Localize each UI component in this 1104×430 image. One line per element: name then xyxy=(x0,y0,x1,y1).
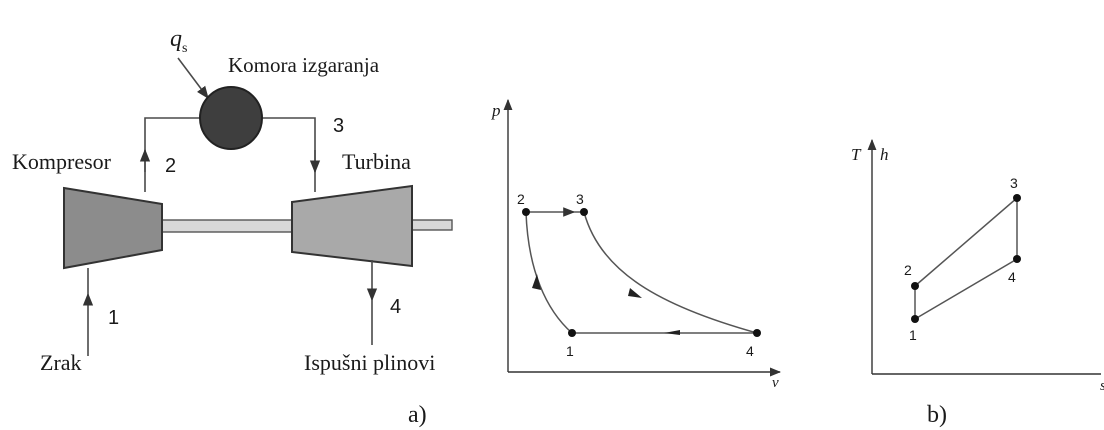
pv-arrow-1-2 xyxy=(532,274,541,290)
ts-point-label-2: 2 xyxy=(904,262,912,278)
ts-point-4 xyxy=(1013,255,1021,263)
pv-arrow-3-4 xyxy=(628,288,642,298)
ts-x-axis-label: s xyxy=(1100,378,1104,394)
compressor-label: Kompresor xyxy=(12,149,112,174)
turbine xyxy=(291,184,413,268)
pipe-chamber-to-turbine xyxy=(262,117,316,192)
pv-process-1-2 xyxy=(525,211,573,334)
ts-point-3 xyxy=(1013,194,1021,202)
pv-point-2 xyxy=(522,208,530,216)
pv-point-label-4: 4 xyxy=(746,343,754,359)
turbine-label: Turbina xyxy=(342,149,411,174)
caption-a: a) xyxy=(408,402,427,428)
combustion-chamber xyxy=(199,86,263,150)
state-label-1: 1 xyxy=(108,307,119,329)
pv-point-label-3: 3 xyxy=(576,191,584,207)
pv-x-axis-label: v xyxy=(772,375,779,391)
compressor xyxy=(63,186,163,270)
state-label-2: 2 xyxy=(165,155,176,177)
pv-arrow-4-1 xyxy=(664,330,680,335)
pv-point-label-2: 2 xyxy=(517,191,525,207)
ts-diagram: T h s 1 2 3 4 b) xyxy=(851,138,1104,428)
heat-input-label: qs xyxy=(170,26,187,56)
pv-point-label-1: 1 xyxy=(566,343,574,359)
pv-diagram: p v 1 2 3 4 xyxy=(491,98,782,391)
pv-point-3 xyxy=(580,208,588,216)
ts-point-label-1: 1 xyxy=(909,327,917,343)
pv-y-axis-label: p xyxy=(491,101,501,120)
pv-point-1 xyxy=(568,329,576,337)
gas-turbine-schematic: qs Komora izgaranja Kompresor Turbina Zr… xyxy=(12,26,453,428)
pv-point-4 xyxy=(753,329,761,337)
ts-point-2 xyxy=(911,282,919,290)
shaft xyxy=(159,219,301,233)
pv-process-3-4 xyxy=(583,211,758,334)
heat-input-arrow xyxy=(177,57,209,100)
state-label-4: 4 xyxy=(390,296,401,318)
exhaust-label: Ispušni plinovi xyxy=(304,350,435,375)
ts-point-label-3: 3 xyxy=(1010,175,1018,191)
state-label-3: 3 xyxy=(333,115,344,137)
shaft-extension xyxy=(411,219,453,231)
air-label: Zrak xyxy=(40,350,82,375)
ts-point-label-4: 4 xyxy=(1008,269,1016,285)
caption-b: b) xyxy=(927,402,947,428)
ts-point-1 xyxy=(911,315,919,323)
ts-y-axis-label-t: T xyxy=(851,145,862,164)
ts-process-4-1 xyxy=(914,258,1018,320)
combustion-chamber-label: Komora izgaranja xyxy=(228,53,380,77)
ts-process-2-3 xyxy=(914,197,1018,287)
ts-y-axis-label-h: h xyxy=(880,145,889,164)
